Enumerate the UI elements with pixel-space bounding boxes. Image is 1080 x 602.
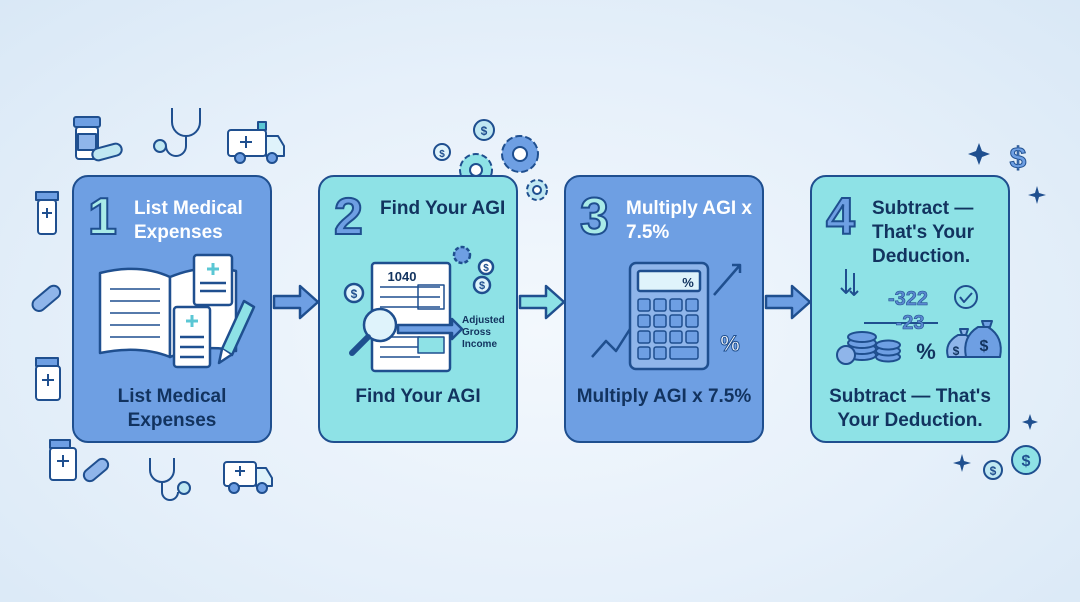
step-4-heading: Subtract — That's Your Deduction.: [872, 198, 974, 267]
dollar-coin-icon: [433, 119, 495, 161]
capsule-icon: [91, 142, 123, 162]
svg-text:$: $: [1010, 142, 1027, 175]
capsule-icon: [31, 284, 62, 312]
step-1-heading: List Medical Expenses: [134, 198, 243, 243]
gear-icon: [526, 179, 548, 201]
svg-text:$: $: [990, 464, 997, 478]
step-2-number: 2: [333, 187, 364, 247]
svg-text:$: $: [980, 338, 989, 355]
calculator-display: %: [682, 275, 694, 290]
open-book-receipts-icon: [98, 253, 256, 369]
step-4-percent: %: [916, 339, 936, 364]
form-number-label: 1040: [388, 269, 417, 284]
agi-annotation: Adjusted Gross Income: [462, 315, 505, 350]
step-3-number: 3: [579, 187, 610, 247]
ambulance-icon: [223, 461, 273, 494]
svg-text:$: $: [351, 287, 358, 301]
arrow-right-icon: [272, 284, 320, 320]
svg-text:$: $: [483, 263, 489, 274]
step-4-number: 4: [825, 187, 856, 247]
sparkle-icon: [953, 143, 1046, 472]
step-3-heading: Multiply AGI x 7.5%: [626, 198, 752, 243]
svg-text:$: $: [439, 149, 445, 160]
step-1-number: 1: [87, 187, 118, 247]
svg-text:$: $: [953, 344, 960, 358]
stethoscope-icon: [153, 108, 201, 157]
svg-text:$: $: [1022, 453, 1031, 470]
step-1-card: 1 List Medical Expenses List Medical Exp…: [72, 175, 272, 443]
step-4-caption: Subtract — That's Your Deduction.: [829, 386, 991, 431]
percent-symbol: %: [720, 331, 740, 356]
tax-form-magnifier-icon: $ $ $ 1040: [343, 245, 495, 373]
pill-bottle-icon: [49, 439, 77, 481]
stethoscope-icon: [149, 458, 191, 501]
arrow-right-icon: [764, 284, 812, 320]
dollar-coin-icon: [983, 445, 1041, 480]
capsule-icon: [82, 457, 110, 483]
pill-bottle-icon: [35, 357, 61, 401]
subtract-line-1: -322: [888, 288, 928, 310]
step-2-card: 2 Find Your AGI $ $ $ 1040 Adjusted Gros…: [318, 175, 518, 443]
step-1-caption: List Medical Expenses: [117, 386, 227, 431]
subtract-line-2: -23: [896, 312, 925, 334]
step-2-heading: Find Your AGI: [380, 198, 506, 219]
step-4-card: 4 Subtract — That's Your Deduction. -322…: [810, 175, 1010, 443]
pill-bottle-icon: [35, 191, 59, 235]
svg-text:$: $: [481, 124, 488, 138]
calculator-icon: % %: [591, 261, 742, 371]
subtraction-coins-icon: -322 -23 % $ $: [836, 269, 1002, 365]
gear-icon: [501, 135, 539, 173]
svg-text:$: $: [479, 280, 485, 292]
arrow-right-icon: [518, 284, 566, 320]
step-2-caption: Find Your AGI: [355, 386, 481, 407]
step-3-caption: Multiply AGI x 7.5%: [576, 386, 752, 407]
step-3-card: 3 Multiply AGI x 7.5% % % Multiply AGI x…: [564, 175, 764, 443]
ambulance-icon: [227, 121, 285, 164]
